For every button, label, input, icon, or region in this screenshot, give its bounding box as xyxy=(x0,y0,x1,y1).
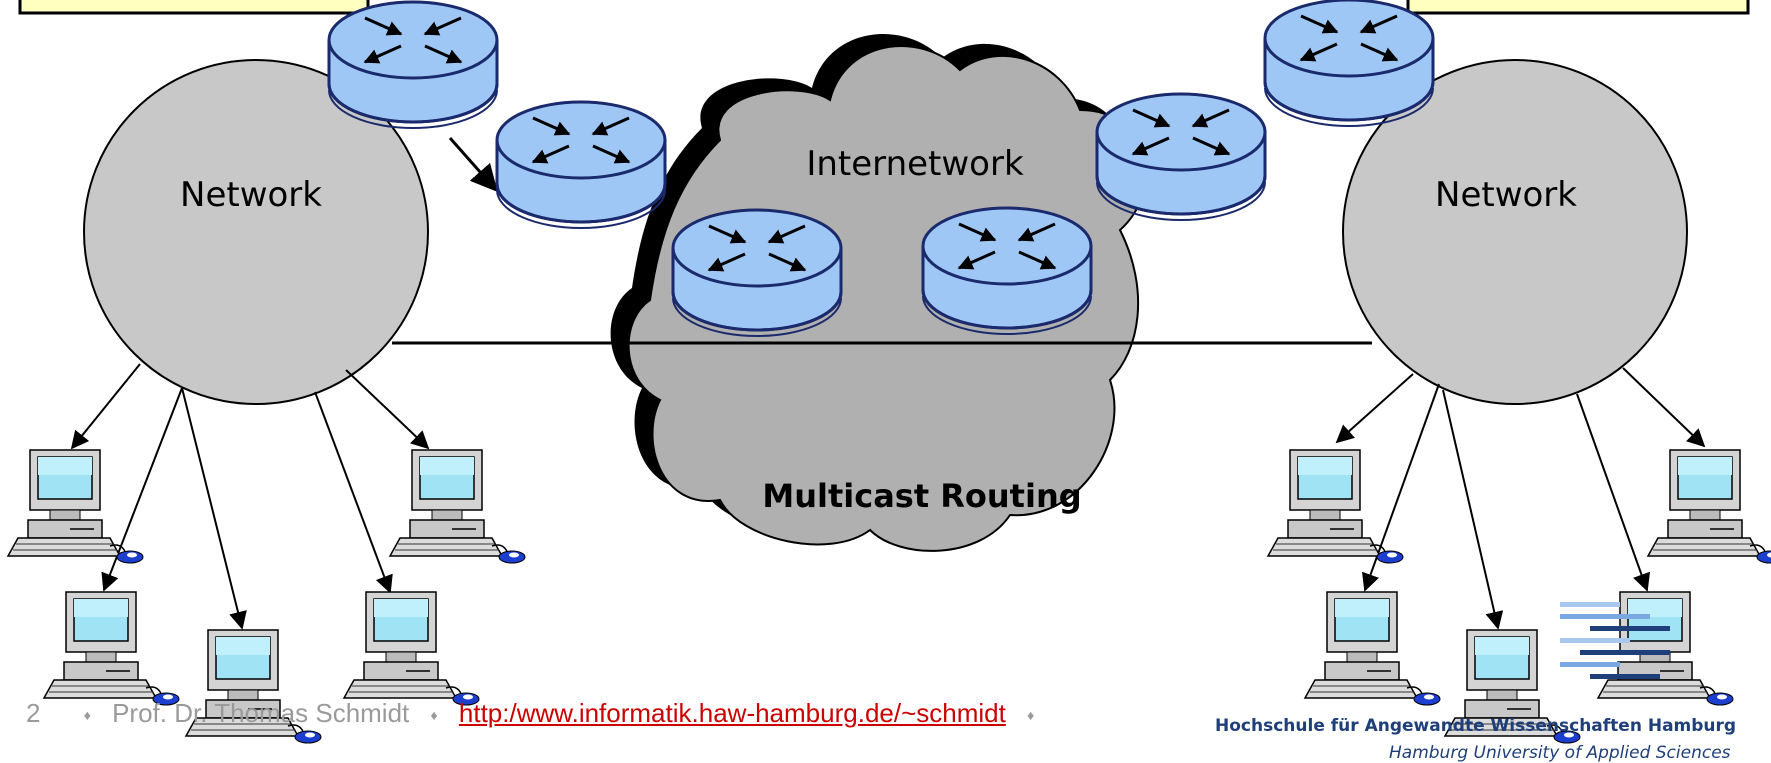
logo-bars-icon xyxy=(1560,598,1730,679)
slide-number: 2 xyxy=(26,698,41,728)
left-label-box xyxy=(18,0,370,15)
computer-icon xyxy=(343,591,480,706)
cloud-icon xyxy=(610,33,1147,552)
right-network xyxy=(1342,59,1688,405)
slide-footer: 2 ♦ Prof. Dr. Thomas Schmidt ♦ http:/www… xyxy=(26,698,1048,729)
logo-subtitle: Hamburg University of Applied Sciences xyxy=(1389,743,1731,763)
footer-separator: ♦ xyxy=(1027,707,1035,724)
right-label-box xyxy=(1406,0,1750,15)
computer-icon xyxy=(1647,449,1771,564)
router-icon xyxy=(329,2,497,128)
computer-icon xyxy=(7,449,144,564)
author-name: Prof. Dr. Thomas Schmidt xyxy=(112,698,410,728)
footer-separator: ♦ xyxy=(83,707,91,724)
left-network-label: Network xyxy=(180,175,322,215)
computer-icon xyxy=(389,449,526,564)
router-icon xyxy=(1265,0,1433,126)
internetwork-label: Internetwork xyxy=(806,144,1024,184)
right-network-label: Network xyxy=(1435,175,1577,215)
homepage-link[interactable]: http:/www.informatik.haw-hamburg.de/~sch… xyxy=(458,698,1006,728)
multicast-routing-label: Multicast Routing xyxy=(762,477,1081,515)
left-network xyxy=(83,59,429,405)
footer-separator: ♦ xyxy=(430,707,438,724)
router-icon xyxy=(673,210,841,336)
computer-icon xyxy=(1267,449,1404,564)
logo-name: Hochschule für Angewandte Wissenschaften… xyxy=(1215,716,1737,736)
router-icon xyxy=(497,102,665,228)
router-icon xyxy=(923,208,1091,334)
router-link-arrow xyxy=(448,137,498,193)
computer-icon xyxy=(43,591,180,706)
router-icon xyxy=(1097,94,1265,220)
haw-logo: Hochschule für Angewandte Wissenschaften… xyxy=(1215,598,1771,763)
